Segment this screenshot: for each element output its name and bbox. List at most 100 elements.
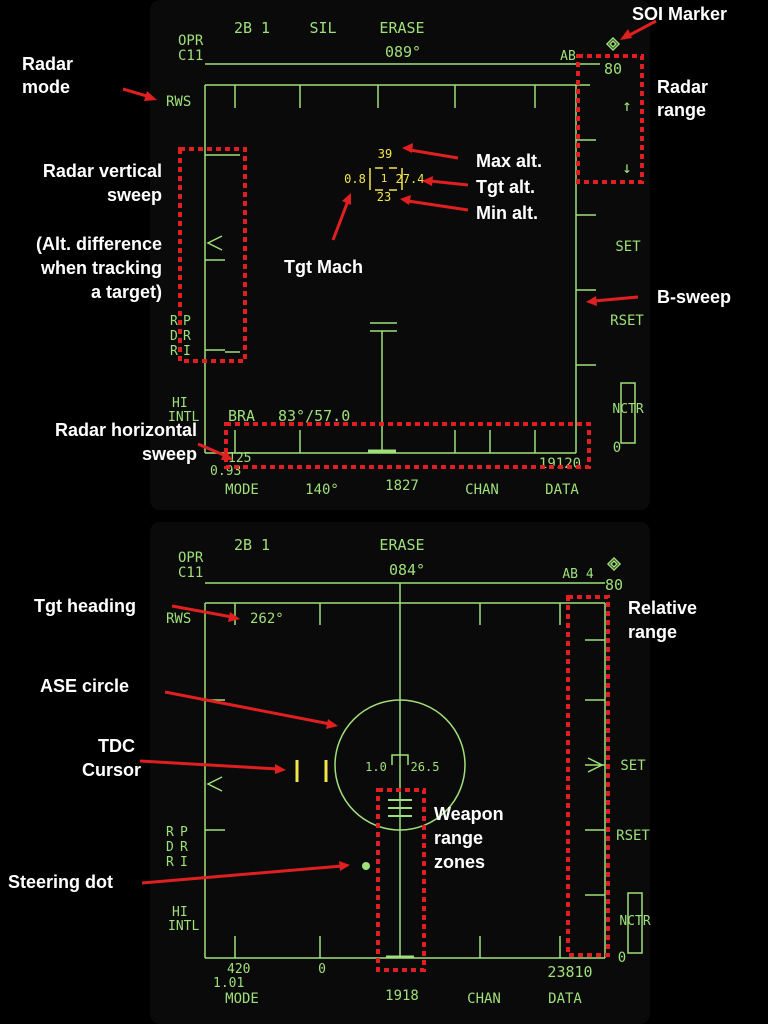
label-tdc-2: Cursor [82,760,141,780]
label-alt-diff-3: a target) [91,282,162,302]
ase-target-marker [391,754,409,765]
osb-erase-bottom[interactable]: ERASE [379,536,424,554]
label-tgt-alt: Tgt alt. [476,177,535,197]
label-radar-range-1: Radar [657,77,708,97]
label-relative-range-1: Relative [628,598,697,618]
ab-label-bottom: AB 4 [562,567,593,582]
osb-hi-bottom[interactable]: HI [172,905,188,920]
svg-text:R: R [166,855,174,870]
osb-rdr[interactable]: R D R [170,314,178,359]
label-horizontal-sweep-1: Radar horizontal [55,420,197,440]
label-max-alt: Max alt. [476,151,542,171]
label-horizontal-sweep-2: sweep [142,444,197,464]
osb-erase[interactable]: ERASE [379,19,424,37]
osb-1827[interactable]: 1827 [385,478,419,494]
osb-rset-bottom[interactable]: RSET [616,828,650,844]
osb-intl-bottom[interactable]: INTL [168,919,199,934]
label-vertical-sweep-2: sweep [107,185,162,205]
top-mfd-screen: 2B 1 SIL ERASE OPR C11 089° AB 80 ↑ ↓ RW… [166,19,644,498]
vertical-sweep-highlight [178,147,247,363]
label-radar-mode-1: Radar [22,54,73,74]
annotation-arrows [122,19,657,885]
osb-2b1-bottom[interactable]: 2B 1 [234,536,270,554]
osb-chan[interactable]: CHAN [465,482,499,498]
radar-mode-rws[interactable]: RWS [166,94,191,110]
ase-right-value: 26.5 [411,760,440,774]
osb-140[interactable]: 140° [305,482,339,498]
c11-label-bottom: C11 [178,565,203,581]
osb-pri[interactable]: P R I [183,314,191,359]
target-heading: 262° [250,611,284,627]
opr-label: OPR [178,33,204,49]
tdc-cursor[interactable] [368,322,397,453]
bottom-left-number-2: 0.93 [210,464,241,479]
osb-intl[interactable]: INTL [168,410,199,425]
opr-label-bottom: OPR [178,550,204,566]
svg-text:R: R [180,840,188,855]
osb-mode[interactable]: MODE [225,482,259,498]
label-alt-diff-2: when tracking [40,258,162,278]
osb-nctr[interactable]: NCTR [612,402,643,417]
soi-marker-icon-bottom [606,556,622,572]
steering-dot [362,862,370,870]
svg-text:P: P [183,314,191,329]
radar-range-value: 80 [604,60,622,78]
bottom-tick-rows [205,603,605,958]
elevation-scale [205,154,240,353]
osb-chan-bottom[interactable]: CHAN [467,991,501,1007]
osb-nctr-bottom[interactable]: NCTR [619,914,650,929]
osb-rset[interactable]: RSET [610,313,644,329]
label-radar-mode-2: mode [22,77,70,97]
bottom-left-number-2-b: 1.01 [213,976,244,991]
osb-set[interactable]: SET [615,239,641,255]
svg-text:I: I [183,344,191,359]
target-max-alt: 39 [378,147,392,161]
radar-mode-rws-bottom[interactable]: RWS [166,611,191,627]
label-b-sweep: B-sweep [657,287,731,307]
annotation-labels: SOI Marker Radar mode Radar range Max al… [8,4,731,892]
osb-mode-bottom[interactable]: MODE [225,991,259,1007]
nctr-box-bottom[interactable] [627,892,643,954]
relative-range-highlight [566,595,610,957]
svg-text:R: R [170,314,178,329]
top-tick-row [234,85,536,453]
label-weapon-zones-1: Weapon [434,804,504,824]
range-up-arrow-icon[interactable]: ↑ [622,96,632,115]
svg-text:R: R [166,825,174,840]
label-tdc-1: TDC [98,736,135,756]
bottom-right-number-b: 23810 [547,963,592,981]
label-radar-range-2: range [657,100,706,120]
svg-text:R: R [170,344,178,359]
ase-circle [334,699,466,831]
target-mach: 0.8 [344,172,366,186]
label-relative-range-2: range [628,622,677,642]
own-heading-bottom: 084° [389,561,425,579]
label-tgt-mach: Tgt Mach [284,257,363,277]
horizontal-sweep-highlight [224,422,591,469]
target-cursor-value: 1 [381,172,388,185]
label-min-alt: Min alt. [476,203,538,223]
osb-2b1[interactable]: 2B 1 [234,19,270,37]
bottom-left-zero: 0 [318,962,326,977]
c11-label: C11 [178,48,203,64]
osb-1918[interactable]: 1918 [385,988,419,1004]
osb-pri-bottom[interactable]: P R I [180,825,188,870]
svg-text:D: D [170,329,178,344]
osb-rdr-bottom[interactable]: R D R [166,825,174,870]
target-brackets [369,167,403,191]
osb-data-bottom[interactable]: DATA [548,991,582,1007]
osb-sil[interactable]: SIL [309,19,336,37]
bottom-left-number: 125 [228,451,251,466]
range-down-arrow-icon[interactable]: ↓ [622,158,632,177]
osb-set-bottom[interactable]: SET [620,758,646,774]
svg-text:P: P [180,825,188,840]
radar-range-value-bottom: 80 [605,576,623,594]
osb-hi[interactable]: HI [172,396,188,411]
osb-data[interactable]: DATA [545,482,579,498]
label-alt-diff-1: (Alt. difference [36,234,162,254]
radar-range-highlight [576,54,644,184]
nctr-box[interactable] [620,382,636,444]
target-alt: 27.4 [396,172,425,186]
label-weapon-zones-2: range [434,828,483,848]
